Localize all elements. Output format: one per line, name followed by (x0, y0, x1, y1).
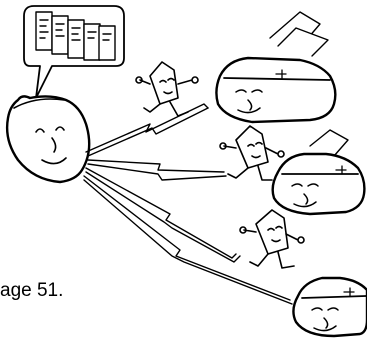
fax-machine-face-icon (235, 89, 263, 114)
running-page-character-icon (219, 125, 285, 181)
sender-fax-machine (5, 95, 91, 184)
fax-machine-face-icon (311, 307, 339, 332)
speech-bubble (23, 5, 125, 99)
page-reference-text: age 51. (0, 280, 67, 302)
fax-machine-face-icon (35, 126, 67, 165)
document-stack-icon (35, 11, 116, 61)
lightning-bolt-icon (83, 103, 293, 305)
receiver-fax-machine-2 (271, 129, 366, 216)
fax-machine-face-icon (291, 183, 319, 208)
receiver-fax-machine-1 (215, 11, 337, 124)
running-page-character-icon (239, 209, 305, 269)
running-page-character-icon (135, 61, 199, 117)
receiver-fax-machine-3 (292, 276, 367, 338)
